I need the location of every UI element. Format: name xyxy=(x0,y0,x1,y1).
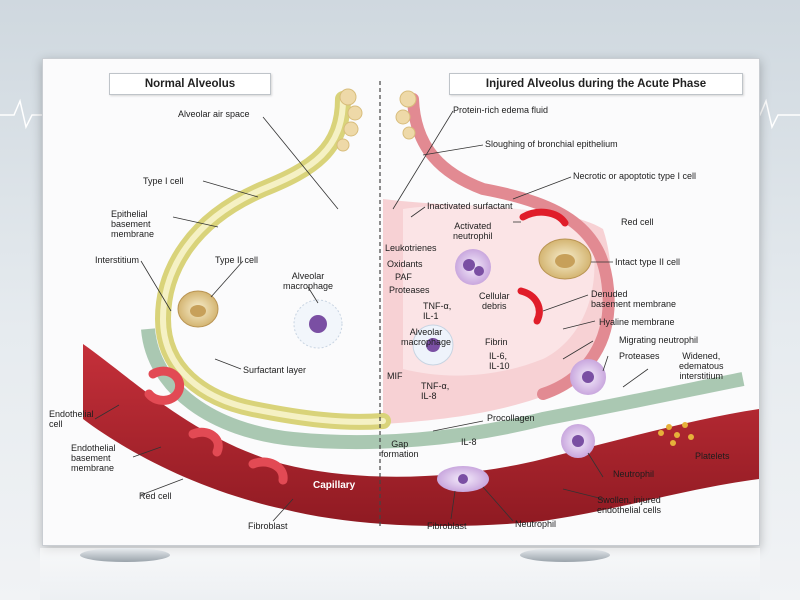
header-injured-alveolus: Injured Alveolus during the Acute Phase xyxy=(449,73,743,95)
label-tnf-il1: TNF-α, IL-1 xyxy=(423,301,452,321)
label-cellular-debris: Cellular debris xyxy=(479,291,510,311)
label-red-cell-right: Red cell xyxy=(621,217,654,227)
label-proteases-left: Proteases xyxy=(389,285,430,295)
interstitium-band xyxy=(141,328,745,450)
label-widened-interstitium: Widened, edematous interstitium xyxy=(679,351,724,381)
label-platelets: Platelets xyxy=(695,451,730,461)
label-alveolar-air-space: Alveolar air space xyxy=(178,109,250,119)
red-cell-shape xyxy=(188,427,223,457)
neutrophil-cell-capillary xyxy=(437,466,489,492)
label-swollen-endothelial: Swollen, injured endothelial cells xyxy=(597,495,662,515)
label-alveolar-macrophage-right: Alveolar macrophage xyxy=(401,327,452,347)
label-red-cell-left: Red cell xyxy=(139,491,172,501)
label-edema-fluid: Protein-rich edema fluid xyxy=(453,105,549,115)
label-activated-neutrophil: Activated neutrophil xyxy=(453,221,493,241)
label-capillary: Capillary xyxy=(313,480,356,491)
label-mif: MIF xyxy=(387,371,403,381)
migrating-neutrophil-cell xyxy=(570,359,606,395)
label-leukotrienes: Leukotrienes xyxy=(385,243,437,253)
label-fibroblast-left: Fibroblast xyxy=(248,521,288,531)
label-fibroblast-right: Fibroblast xyxy=(427,521,467,531)
label-type-i-cell: Type I cell xyxy=(143,176,184,186)
label-il8: IL-8 xyxy=(461,437,477,447)
macrophage-cell-right xyxy=(412,324,454,366)
label-proteases-right: Proteases xyxy=(619,351,660,361)
diagram-sheet: Normal Alveolus Injured Alveolus during … xyxy=(42,58,760,546)
label-type-ii-cell: Type II cell xyxy=(215,255,259,265)
label-interstitium: Interstitium xyxy=(95,255,140,265)
label-endothelial-basement-membrane: Endothelial basement membrane xyxy=(71,443,116,473)
label-migrating-neutrophil: Migrating neutrophil xyxy=(619,335,699,345)
label-gap-formation: Gap formation xyxy=(381,439,419,459)
alveolus-illustration xyxy=(83,81,759,529)
petri-dish-decoration xyxy=(520,548,610,562)
leader-lines xyxy=(94,110,649,522)
label-necrotic-type-i-cell: Necrotic or apoptotic type I cell xyxy=(573,171,697,181)
red-cell-shape xyxy=(519,208,569,227)
label-surfactant-layer: Surfactant layer xyxy=(243,365,307,375)
platelet-cluster xyxy=(658,422,694,446)
capillary-vessel xyxy=(83,344,759,526)
label-procollagen: Procollagen xyxy=(487,413,535,423)
label-oxidants: Oxidants xyxy=(387,259,423,269)
right-alveolar-wall xyxy=(407,93,615,400)
label-fibrin: Fibrin xyxy=(485,337,508,347)
label-epithelial-basement-membrane: Epithelial basement membrane xyxy=(111,209,155,239)
red-cell-shape xyxy=(517,287,543,325)
label-hyaline-membrane: Hyaline membrane xyxy=(599,317,675,327)
alveolar-macrophage-cell xyxy=(293,299,343,349)
label-il6-il10: IL-6, IL-10 xyxy=(489,351,510,371)
label-neutrophil-vessel: Neutrophil xyxy=(613,469,655,479)
header-normal-alveolus: Normal Alveolus xyxy=(109,73,271,95)
label-paf: PAF xyxy=(395,272,412,282)
label-alveolar-macrophage: Alveolar macrophage xyxy=(283,271,334,291)
label-inactivated-surfactant: Inactivated surfactant xyxy=(427,201,513,211)
neutrophil-cell-vessel xyxy=(561,424,595,458)
label-neutrophil-capillary: Neutrophil xyxy=(515,519,557,529)
label-endothelial-cell: Endothelial cell xyxy=(49,409,94,429)
activated-neutrophil-cell xyxy=(455,249,491,285)
label-denuded-basement-membrane: Denuded basement membrane xyxy=(591,289,677,309)
bronchial-epithelium-cells xyxy=(336,88,417,152)
label-intact-type-ii-cell: Intact type II cell xyxy=(615,257,681,267)
label-tnf-il8: TNF-α, IL-8 xyxy=(421,381,450,401)
red-cell-shape xyxy=(248,457,288,485)
red-cell-shape xyxy=(144,366,185,405)
petri-dish-decoration xyxy=(80,548,170,562)
label-sloughing-epithelium: Sloughing of bronchial epithelium xyxy=(485,139,618,149)
